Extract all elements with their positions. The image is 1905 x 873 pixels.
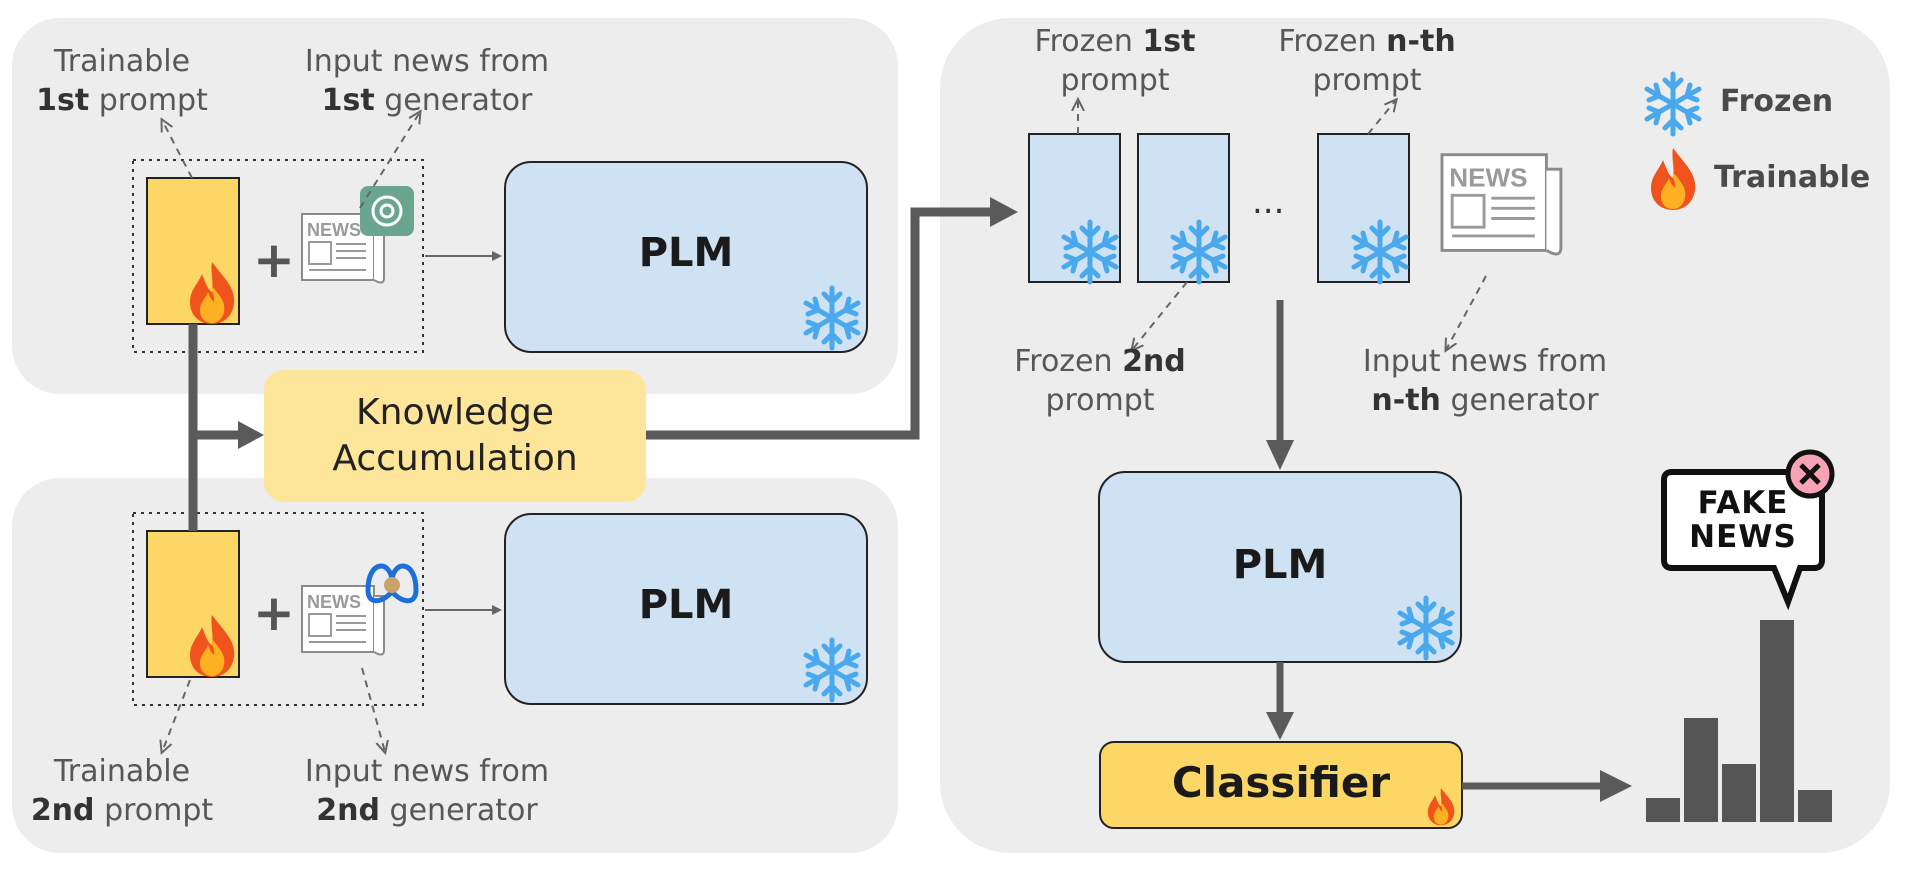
dashed-arrow-news-2 bbox=[361, 667, 385, 752]
plm-box-2 bbox=[504, 513, 868, 705]
label-input-news-1st: Input news from 1st generator bbox=[304, 44, 550, 118]
label-trainable-2nd-prompt: Trainable 2nd prompt bbox=[30, 754, 214, 828]
dashed-arrow-news-1 bbox=[359, 112, 420, 209]
label-frozen-nth-prompt: Frozen n-th prompt bbox=[1278, 24, 1456, 98]
arrow-to-output-head bbox=[1600, 770, 1632, 802]
label-frozen-2nd-prompt: Frozen 2nd prompt bbox=[1014, 344, 1186, 418]
plm-label-1: PLM bbox=[638, 230, 734, 276]
chatgpt-logo bbox=[360, 186, 414, 236]
label-input-news-2nd: Input news from 2nd generator bbox=[304, 754, 550, 828]
ellipsis: ... bbox=[1252, 182, 1285, 222]
arrow-plm-to-classifier-head bbox=[1266, 712, 1294, 740]
dotted-group-bottom bbox=[132, 512, 424, 706]
arrow-knowledge-to-frozen-head bbox=[990, 197, 1018, 227]
label-trainable-1st-prompt: Trainable 1st prompt bbox=[36, 44, 208, 118]
arrow-to-knowledge-head bbox=[238, 421, 264, 449]
label-frozen-1st-prompt: Frozen 1st prompt bbox=[1034, 24, 1196, 98]
llama-logo bbox=[365, 563, 419, 604]
close-icon bbox=[1785, 449, 1835, 499]
plm-label-2: PLM bbox=[638, 582, 734, 628]
plus-sign: + bbox=[253, 584, 295, 642]
arrow-to-plm-3-head bbox=[1266, 440, 1294, 470]
dotted-group-top bbox=[132, 159, 424, 353]
plm-box-1 bbox=[504, 161, 868, 353]
label-input-news-nth: Input news from n-th generator bbox=[1362, 344, 1608, 418]
arrow-knowledge-to-frozen bbox=[646, 207, 1002, 440]
dashed-arrow-news-n bbox=[1446, 275, 1487, 350]
legend-trainable-label: Trainable bbox=[1714, 160, 1871, 195]
bar-chart-icon bbox=[1646, 620, 1832, 822]
classifier-label: Classifier bbox=[1171, 758, 1391, 807]
plm-label-3: PLM bbox=[1232, 542, 1328, 588]
dashed-arrow-frozen-2 bbox=[1132, 281, 1188, 350]
newspaper-icon bbox=[1440, 153, 1563, 256]
plus-sign: + bbox=[253, 231, 295, 289]
dashed-arrow-prompt-1 bbox=[162, 120, 193, 179]
knowledge-box bbox=[264, 370, 646, 502]
legend-frozen-label: Frozen bbox=[1720, 84, 1834, 119]
